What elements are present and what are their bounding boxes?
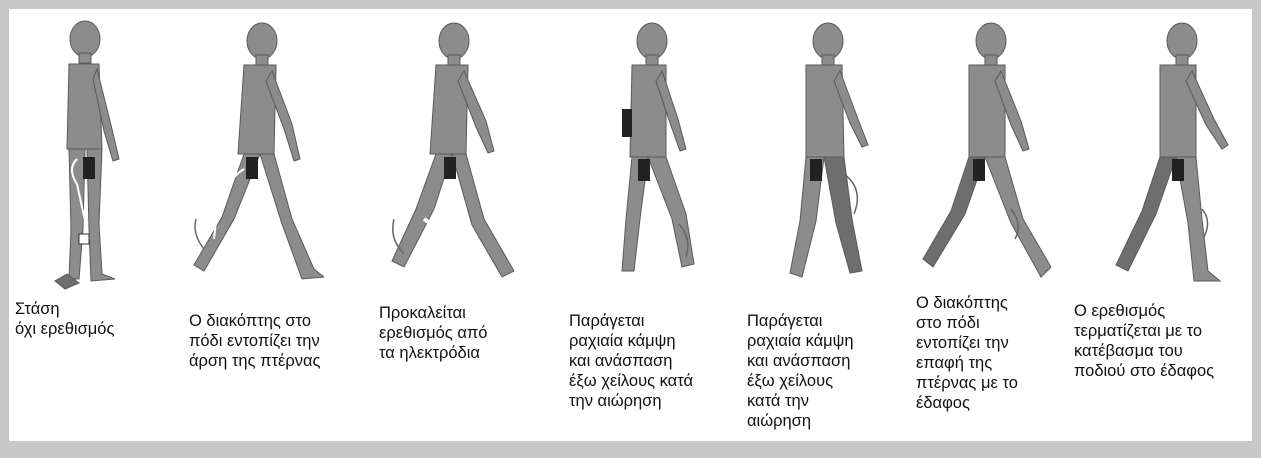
walking-figure-foot-flat bbox=[1102, 9, 1252, 309]
caption-step-4: Παράγεται ραχιαία κάμψη και ανάσπαση έξω… bbox=[569, 311, 693, 411]
caption-step-2: Ο διακόπτης στο πόδι εντοπίζει την άρση … bbox=[189, 311, 320, 371]
illustration-panel: Στάση όχι ερεθισμός Ο διακόπτης στο πόδι… bbox=[9, 9, 1252, 441]
walking-figure-heel-strike bbox=[911, 9, 1061, 309]
caption-step-1: Στάση όχι ερεθισμός bbox=[15, 299, 114, 339]
caption-step-6: Ο διακόπτης στο πόδι εντοπίζει την επαφή… bbox=[916, 293, 1018, 413]
caption-step-5: Παράγεται ραχιαία κάμψη και ανάσπαση έξω… bbox=[747, 311, 854, 431]
caption-step-3: Προκαλείται ερεθισμός από τα ηλεκτρόδια bbox=[379, 303, 487, 363]
walking-figure-swing-late bbox=[754, 9, 904, 309]
walking-figure-swing-early bbox=[574, 9, 724, 309]
walking-figure-stance bbox=[7, 9, 157, 309]
caption-step-7: Ο ερεθισμός τερματίζεται με το κατέβασμα… bbox=[1074, 301, 1214, 381]
walking-figure-heel-off bbox=[174, 9, 324, 309]
walking-figure-stimulation bbox=[364, 9, 514, 309]
